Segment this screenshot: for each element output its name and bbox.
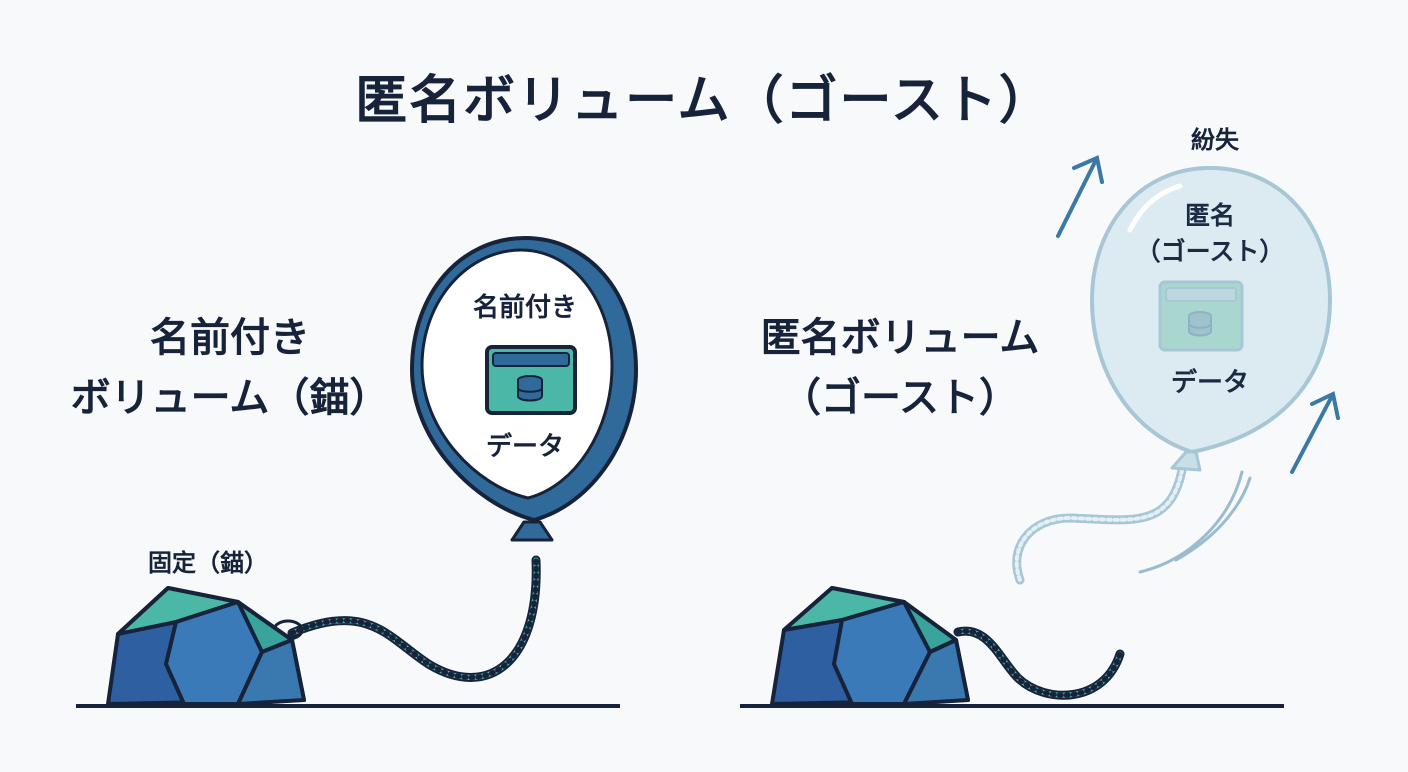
- floating-rope-icon: [1012, 465, 1187, 585]
- named-balloon-label: 名前付き: [472, 293, 577, 323]
- anonymous-volume-heading-line1: 匿名ボリューム: [760, 315, 1040, 361]
- named-data-label: データ: [485, 432, 564, 462]
- anonymous-volume-heading: 匿名ボリューム （ゴースト）: [725, 308, 1075, 428]
- named-volume-heading-line1: 名前付き: [150, 315, 310, 361]
- stone-icon: [770, 586, 970, 706]
- anchor-label: 固定（錨）: [148, 549, 268, 577]
- ghost-database-icon: [1158, 280, 1244, 352]
- ghost-balloon-label-line1: 匿名: [1184, 201, 1235, 230]
- anonymous-volume-heading-line2: （ゴースト）: [781, 375, 1019, 421]
- named-volume-heading-line2: ボリューム（錨）: [70, 375, 390, 421]
- broken-rope-icon: [953, 626, 1125, 700]
- ghost-balloon-label-line2: （ゴースト）: [1135, 237, 1285, 266]
- lost-label: 紛失: [1191, 126, 1239, 154]
- anchor-stone-icon: [106, 586, 306, 706]
- arrow-up-right-icon-2: [1290, 391, 1340, 474]
- page-title: 匿名ボリューム（ゴースト）: [355, 71, 1053, 131]
- ghost-data-label: データ: [1170, 368, 1249, 398]
- named-volume-heading: 名前付き ボリューム（錨）: [55, 308, 405, 428]
- arrow-up-right-icon: [1056, 155, 1104, 238]
- ghost-balloon-label: 匿名 （ゴースト）: [1115, 198, 1305, 270]
- motion-lines: [1138, 470, 1252, 574]
- rope-icon: [272, 555, 541, 682]
- database-icon: [485, 345, 577, 415]
